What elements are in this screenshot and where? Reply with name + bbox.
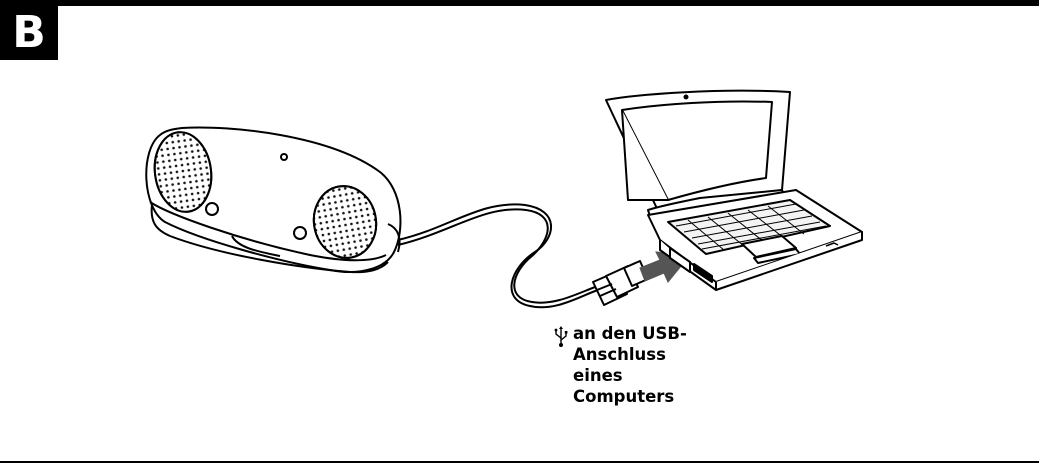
usb-callout: an den USB- Anschluss eines Computers — [573, 323, 753, 407]
callout-line: Anschluss — [573, 344, 753, 365]
bottom-rule — [0, 461, 1039, 463]
usb-cable — [398, 204, 598, 307]
usb-icon — [553, 326, 569, 348]
speaker — [146, 128, 400, 273]
laptop — [606, 91, 862, 290]
callout-line: eines — [573, 365, 753, 386]
callout-line: an den USB- — [573, 323, 753, 344]
callout-line: Computers — [573, 386, 753, 407]
